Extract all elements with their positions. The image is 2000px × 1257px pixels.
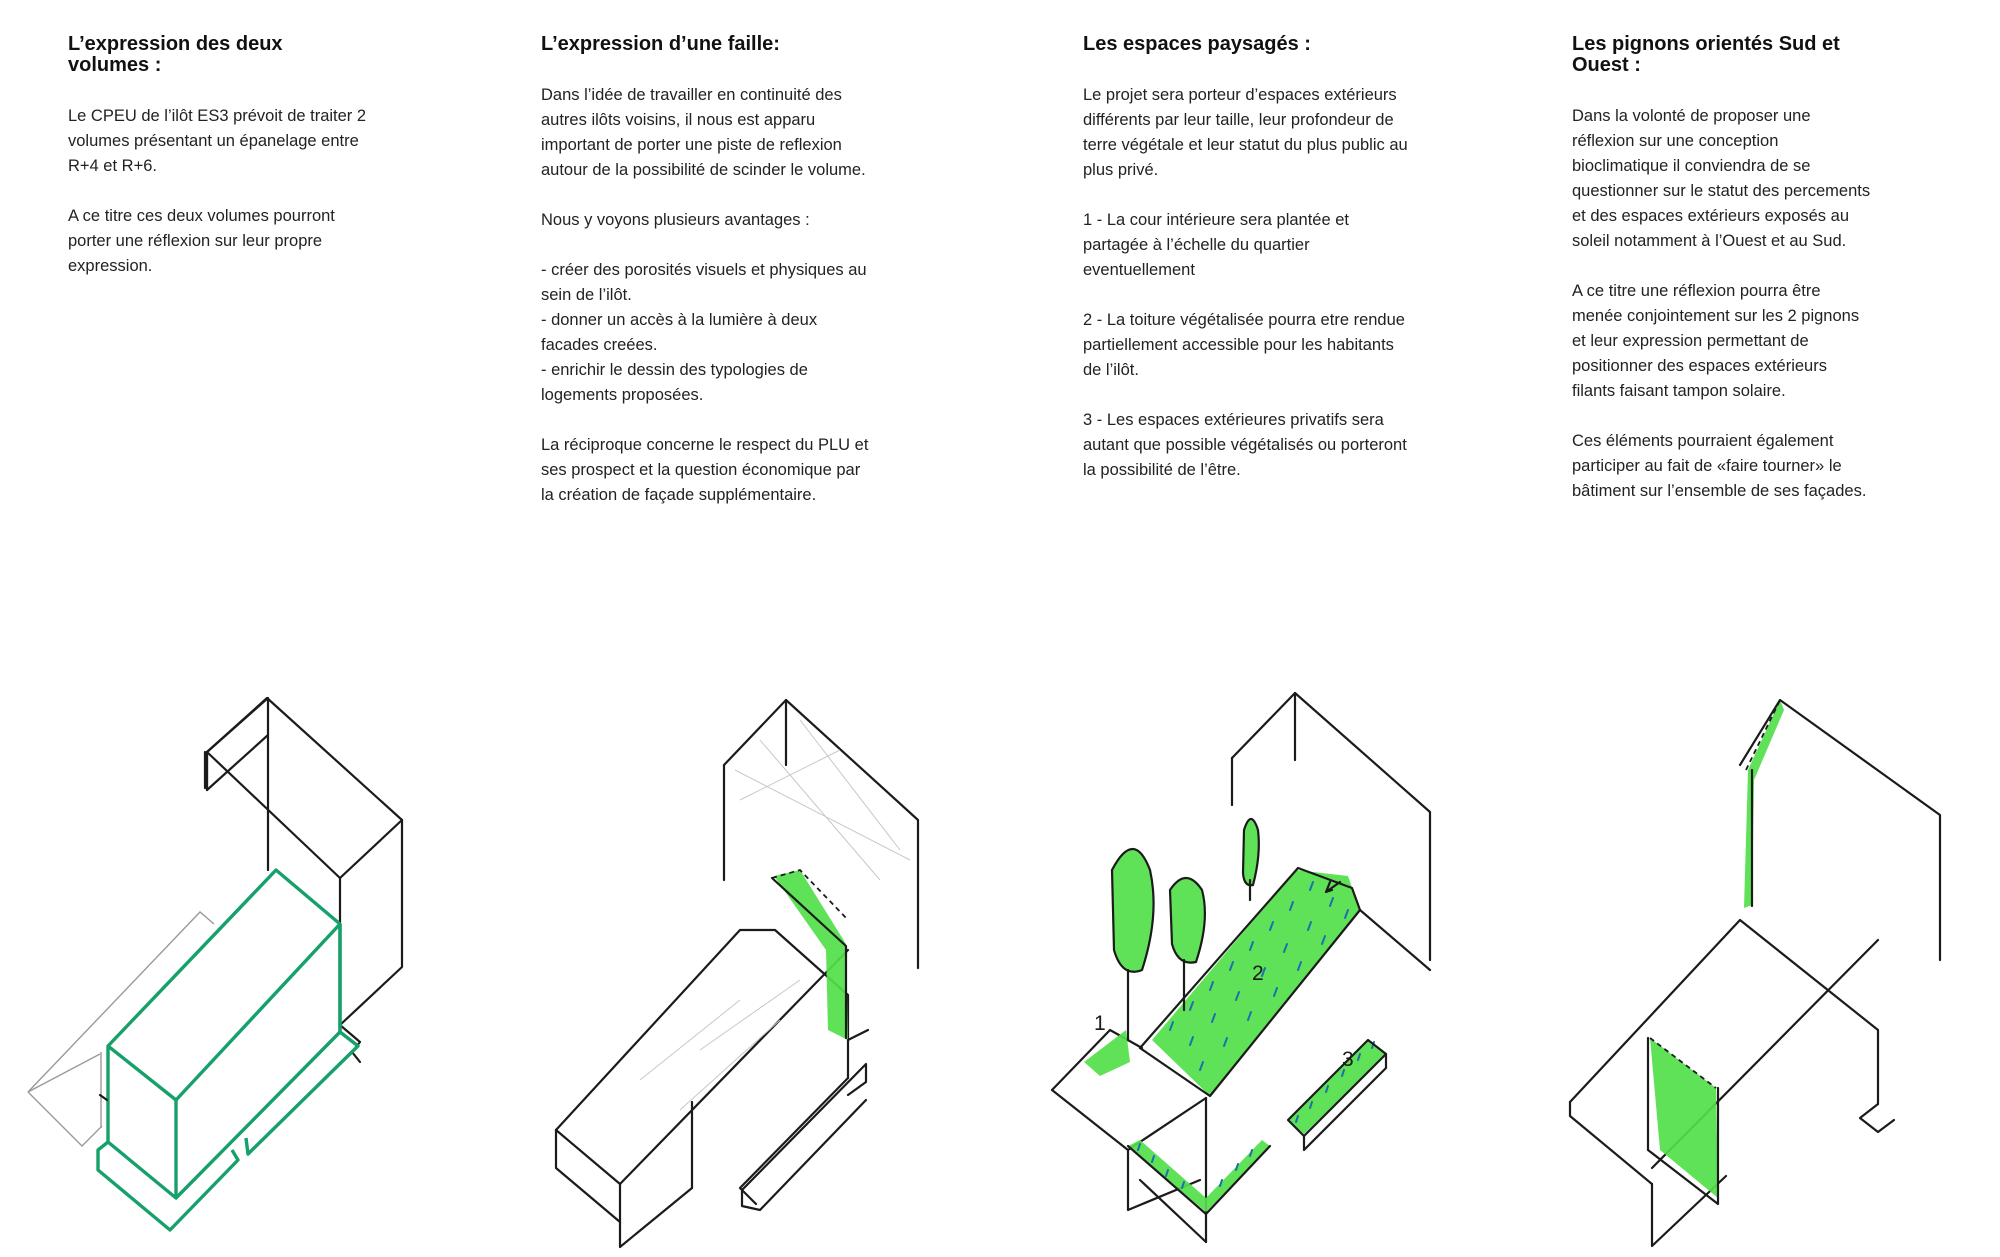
courtyard-planting (1084, 1030, 1130, 1076)
label-1: 1 (1094, 1012, 1106, 1035)
section-paragraph: 2 - La toiture végétalisée pourra etre r… (1083, 311, 1405, 379)
roof-planting-marks (1169, 881, 1349, 1071)
low-volume-footprint (27, 911, 215, 1147)
north-gable-vegetation (1744, 700, 1784, 908)
private-terrace-south (1128, 1140, 1270, 1212)
section-title: L’expression des deux volumes : (68, 33, 283, 76)
private-terrace-east (1288, 1040, 1386, 1134)
tall-volume (1738, 698, 1942, 962)
green-roof (1152, 870, 1360, 1096)
section-title: Les pignons orientés Sud et Ouest : (1572, 33, 1840, 76)
low-volume-outline (96, 868, 360, 1232)
terrace-planting-marks (1295, 1041, 1375, 1123)
tall-volume (203, 696, 404, 1064)
south-gable-vegetation (1650, 1038, 1718, 1198)
label-2: 2 (1252, 962, 1264, 985)
advantage-item: - enrichir le dessin des typologies de l… (541, 361, 808, 404)
advantage-item: - créer des porosités visuels et physiqu… (541, 261, 867, 304)
section-title: L’expression d’une faille: (541, 33, 780, 55)
terrace-planting-marks (1137, 1143, 1253, 1189)
tall-volume (1230, 691, 1432, 962)
section-paragraph: Dans l’idée de travailler en continuité … (541, 86, 866, 179)
courtyard-trees (1110, 817, 1260, 1042)
tall-volume (722, 698, 920, 970)
fault-vegetation (774, 870, 848, 1040)
section-paragraph: La réciproque concerne le respect du PLU… (541, 436, 869, 504)
section-paragraph: Nous y voyons plusieurs avantages : (541, 211, 810, 229)
section-paragraph: 1 - La cour intérieure sera plantée et p… (1083, 211, 1349, 279)
section-paragraph: A ce titre une réflexion pourra être men… (1572, 282, 1860, 400)
section-paragraph: Le CPEU de l’ilôt ES3 prévoit de traiter… (68, 107, 367, 175)
section-paragraph: Le projet sera porteur d’espaces extérie… (1083, 86, 1408, 179)
section-landscaped-spaces: Les espaces paysagés : Le projet sera po… (1083, 34, 1413, 508)
advantage-item: - donner un accès à la lumière à deux fa… (541, 311, 818, 354)
section-two-volumes: L’expression des deux volumes : Le CPEU … (68, 34, 368, 304)
section-paragraph: 3 - Les espaces extérieures privatifs se… (1083, 411, 1407, 479)
section-gables: Les pignons orientés Sud et Ouest : Dans… (1572, 34, 1872, 529)
section-paragraph: A ce titre ces deux volumes pourront por… (68, 207, 335, 275)
section-title: Les espaces paysagés : (1083, 33, 1311, 55)
label-3: 3 (1342, 1048, 1354, 1071)
split-low-volume (554, 928, 850, 1249)
section-paragraph: Dans la volonté de proposer une réflexio… (1572, 107, 1871, 250)
low-volume (1568, 918, 1896, 1248)
low-volume (1050, 866, 1432, 1244)
section-paragraph: Ces éléments pourraient également partic… (1572, 432, 1867, 500)
section-fault: L’expression d’une faille: Dans l’idée d… (541, 34, 871, 533)
